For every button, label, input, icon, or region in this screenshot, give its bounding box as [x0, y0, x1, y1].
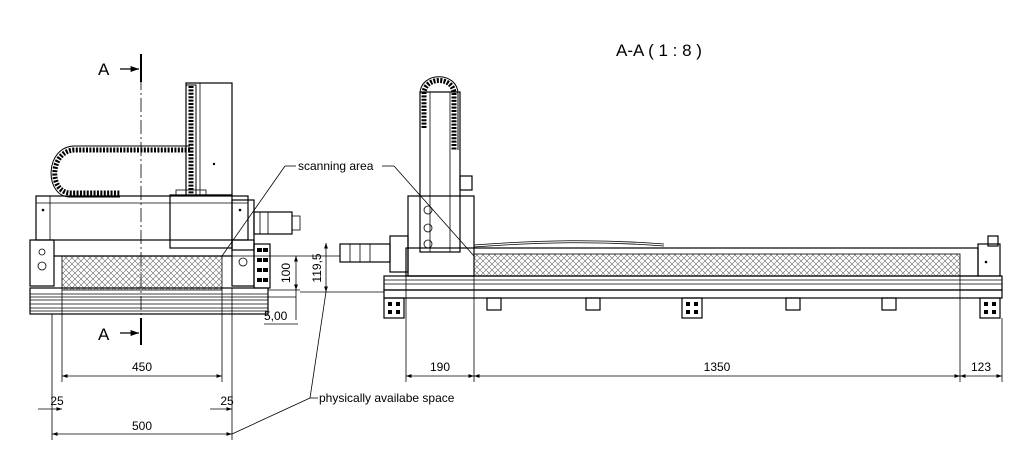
section-column — [419, 91, 461, 253]
base-profile — [29, 287, 269, 315]
rail-bottom — [383, 289, 1003, 299]
label-physical-space: physically availabe space — [319, 391, 455, 405]
drawing-title: A-A ( 1 : 8 ) — [616, 41, 702, 60]
section-marker-top: A — [98, 60, 110, 79]
side-plate-right — [231, 239, 255, 287]
section-cable-chain — [421, 78, 457, 150]
cable-chain — [52, 147, 190, 196]
section-motor — [339, 243, 391, 263]
dim-119-5: 119,5 — [310, 253, 324, 282]
carriage — [407, 195, 475, 277]
side-view: A A — [29, 54, 301, 440]
dim-5-00: 5,00 — [264, 309, 288, 323]
height-dimension: 119,5 — [300, 243, 384, 293]
section-view: 190 1350 123 — [339, 76, 1003, 382]
dim-100: 100 — [279, 263, 293, 283]
callouts: scanning area physically availabe space — [221, 159, 475, 435]
section-marker-bottom: A — [98, 325, 110, 344]
dim-25-right: 25 — [220, 394, 234, 408]
upper-frame — [35, 195, 249, 241]
dim-190: 190 — [430, 360, 450, 374]
label-scanning-area: scanning area — [298, 159, 374, 173]
scanning-area-side — [61, 255, 223, 291]
dim-1350: 1350 — [704, 360, 731, 374]
dim-500: 500 — [132, 419, 152, 433]
rail-top — [383, 275, 1003, 291]
dim-123: 123 — [971, 360, 991, 374]
dim-450: 450 — [132, 360, 152, 374]
dim-25-left: 25 — [50, 394, 64, 408]
scanning-area-section — [473, 253, 961, 277]
side-plate-left — [29, 239, 55, 287]
